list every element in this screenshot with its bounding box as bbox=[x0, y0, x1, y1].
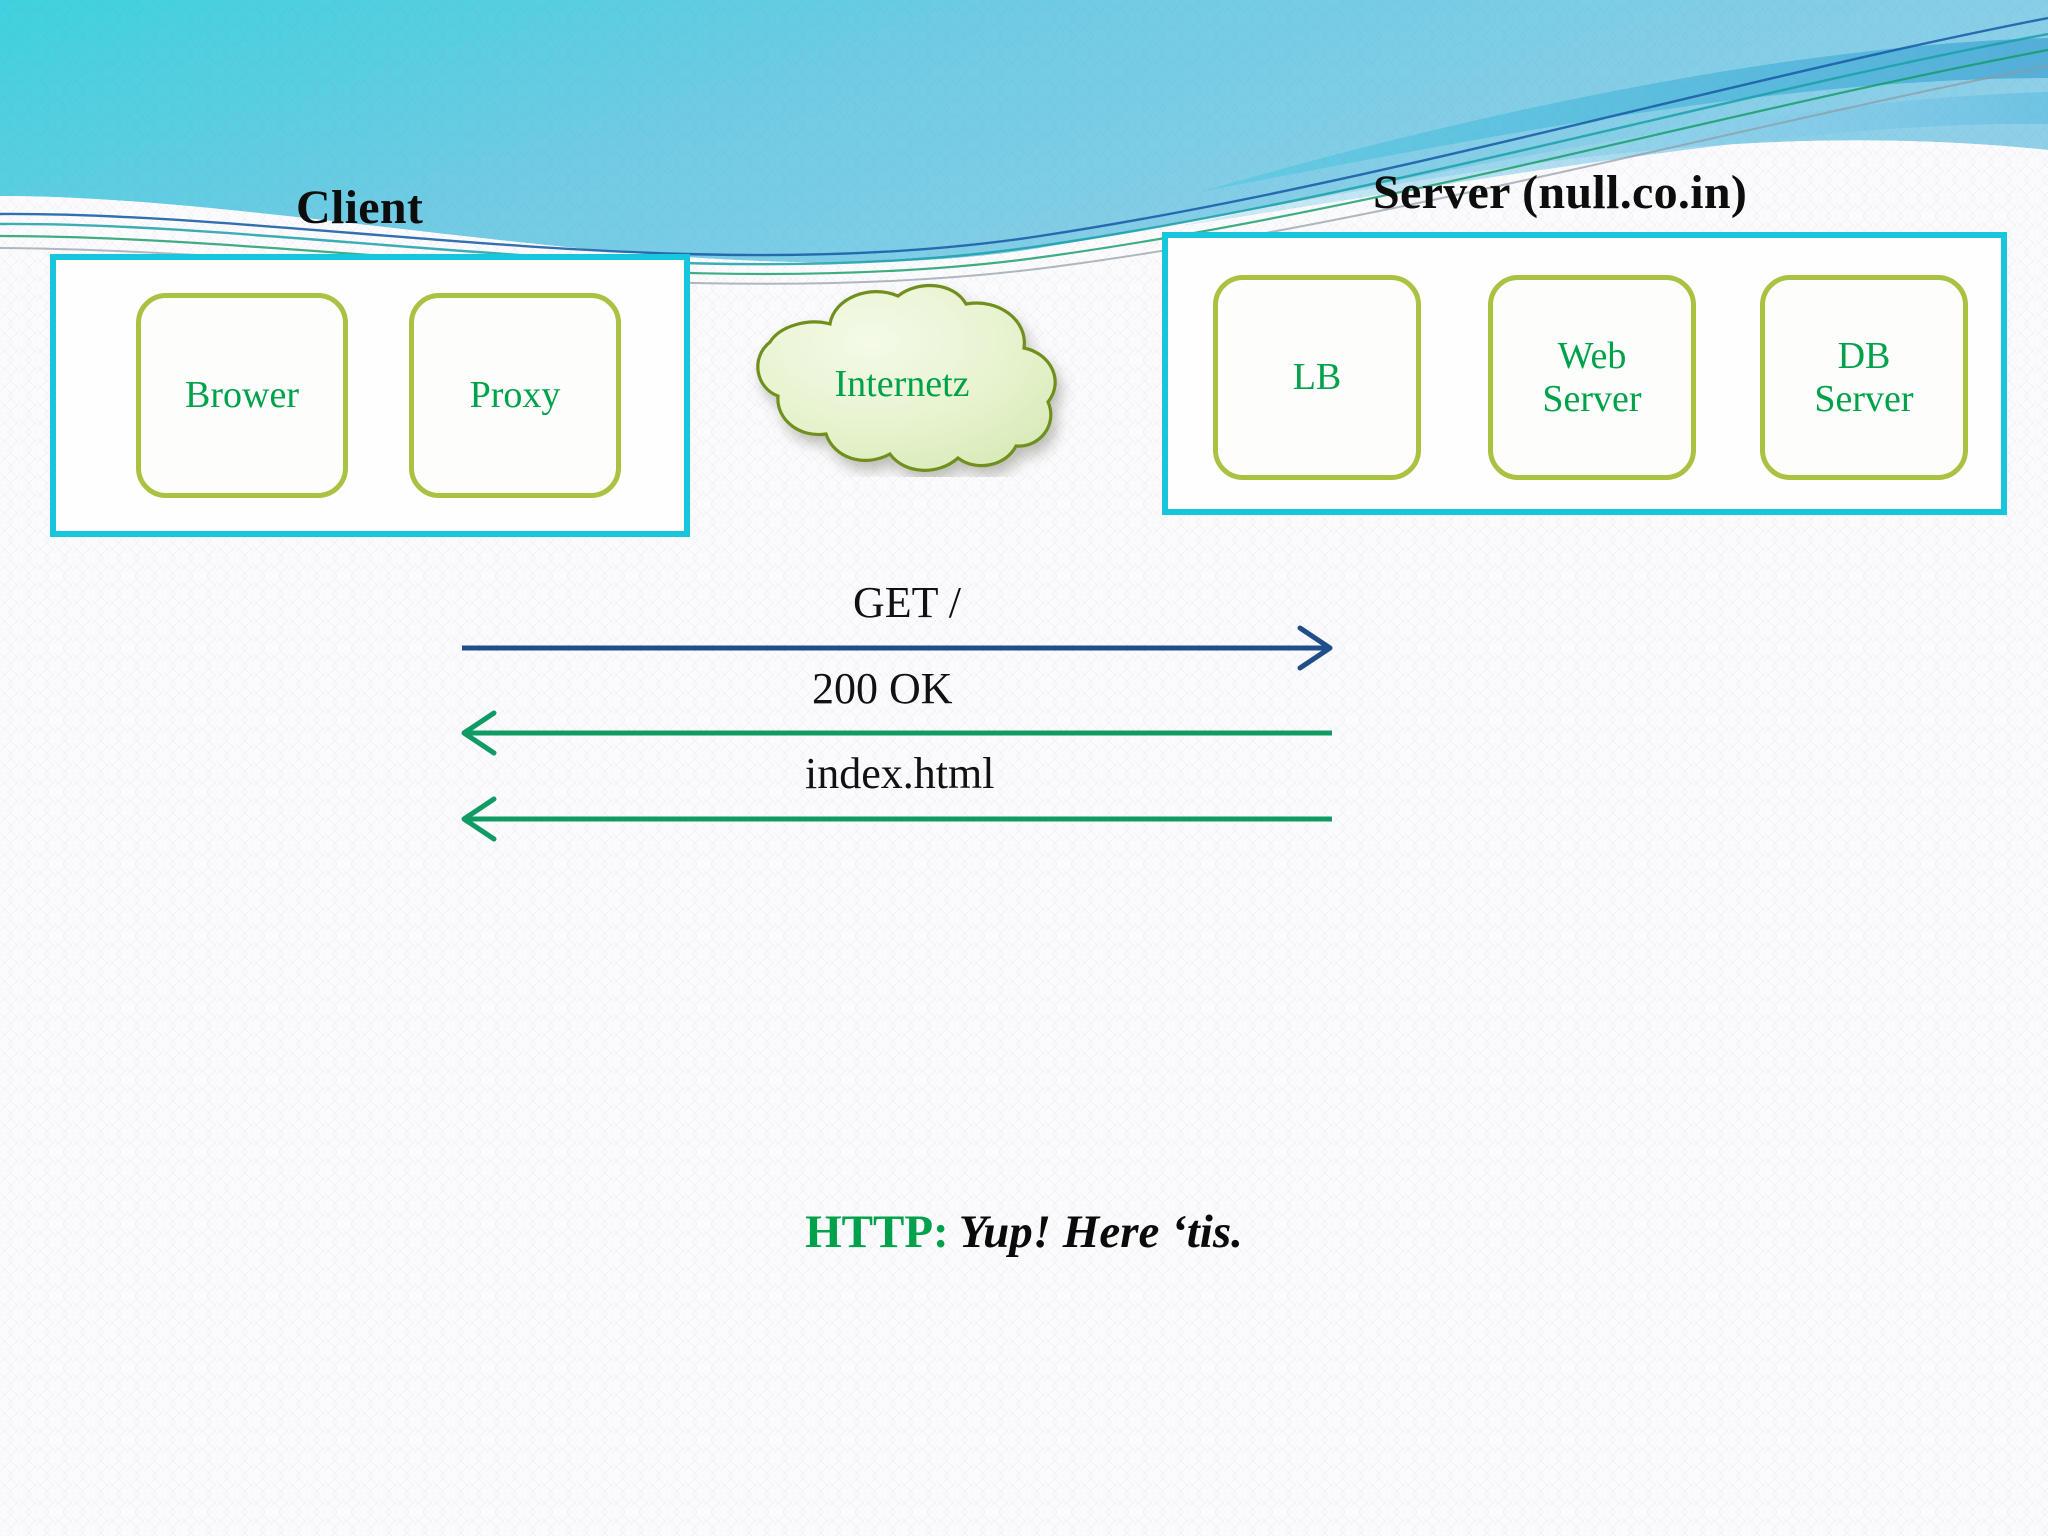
node-load-balancer-label: LB bbox=[1292, 356, 1342, 399]
message-flow-arrows bbox=[461, 625, 1333, 842]
node-db-server-label-line1: DB bbox=[1837, 334, 1891, 377]
message-label-payload: index.html bbox=[805, 749, 995, 798]
node-db-server[interactable]: DB Server bbox=[1760, 275, 1968, 480]
node-web-server-label-line2: Server bbox=[1542, 377, 1642, 420]
node-web-server[interactable]: Web Server bbox=[1488, 275, 1696, 480]
client-section-title: Client bbox=[296, 181, 424, 234]
node-proxy-label: Proxy bbox=[469, 374, 561, 417]
arrow-request-get bbox=[462, 625, 1333, 671]
http-caption: HTTP:Yup! Here ‘tis. bbox=[0, 1205, 2048, 1259]
node-db-server-label-line2: Server bbox=[1814, 377, 1914, 420]
node-load-balancer[interactable]: LB bbox=[1213, 275, 1421, 480]
http-caption-key: HTTP: bbox=[805, 1206, 949, 1258]
node-proxy[interactable]: Proxy bbox=[409, 293, 621, 498]
http-caption-value: Yup! Here ‘tis. bbox=[958, 1206, 1243, 1258]
node-brower[interactable]: Brower bbox=[136, 293, 348, 498]
message-label-request: GET / bbox=[853, 578, 961, 627]
message-label-status: 200 OK bbox=[812, 664, 953, 713]
node-web-server-label-line1: Web bbox=[1557, 334, 1627, 377]
server-section-title: Server (null.co.in) bbox=[1373, 166, 1748, 219]
arrow-response-status bbox=[461, 710, 1332, 756]
node-brower-label: Brower bbox=[185, 374, 299, 417]
arrow-response-payload bbox=[461, 796, 1332, 842]
internet-cloud-icon bbox=[756, 283, 1057, 472]
